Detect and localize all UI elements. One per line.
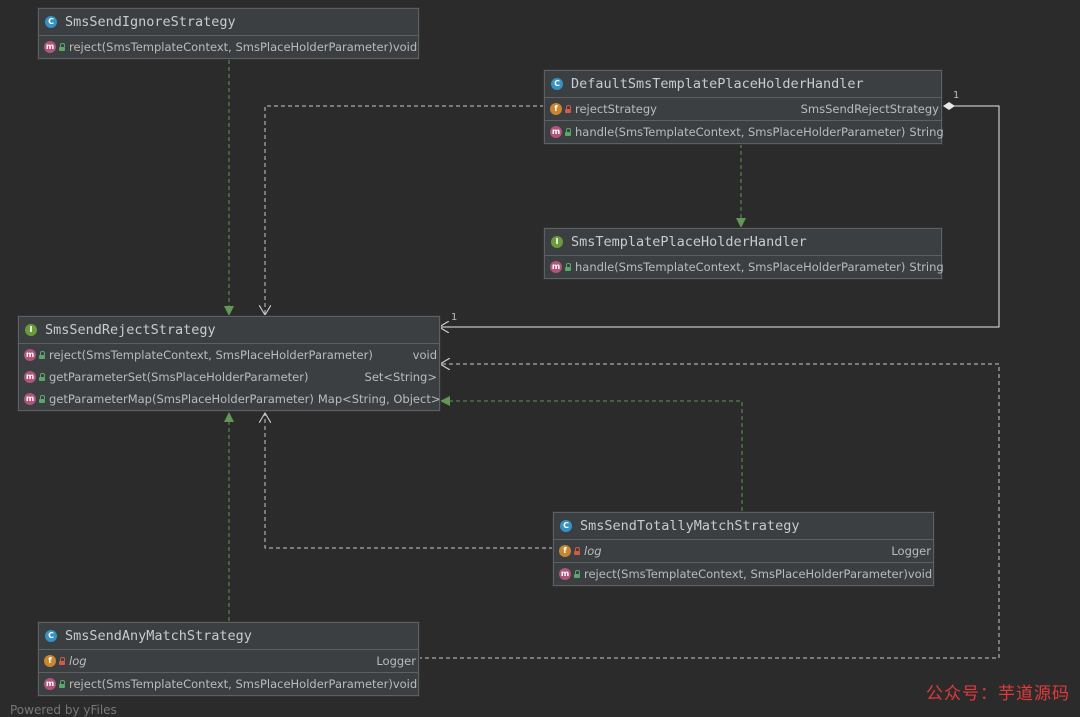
class-title: SmsSendIgnoreStrategy: [65, 14, 236, 30]
edge-default-uses-reject: [265, 105, 544, 315]
method-return-type: String: [909, 260, 944, 274]
field-name: log: [584, 544, 602, 558]
method-signature: getParameterMap(SmsPlaceHolderParameter): [49, 392, 314, 406]
class-title: DefaultSmsTemplatePlaceHolderHandler: [571, 76, 864, 92]
private-visibility-icon: [59, 656, 65, 665]
method-row[interactable]: m getParameterMap(SmsPlaceHolderParamete…: [19, 388, 441, 410]
class-header: C SmsSendIgnoreStrategy: [39, 9, 418, 36]
interface-box-sms-template-place-holder-handler[interactable]: I SmsTemplatePlaceHolderHandler m handle…: [544, 228, 944, 279]
public-visibility-icon: [565, 262, 571, 271]
edge-default-aggregation: [439, 106, 1000, 327]
method-row[interactable]: m handle(SmsTemplateContext, SmsPlaceHol…: [545, 120, 944, 143]
edge-totally-uses-reject: [265, 413, 553, 549]
public-visibility-icon: [565, 127, 571, 136]
class-icon: C: [45, 16, 57, 28]
method-return-type: void: [392, 677, 418, 691]
field-type: Logger: [891, 544, 931, 558]
field-type: SmsSendRejectStrategy: [800, 102, 939, 116]
method-icon: m: [550, 261, 562, 273]
interface-icon: I: [551, 236, 563, 248]
method-return-type: void: [392, 40, 418, 54]
multiplicity-target: 1: [451, 312, 458, 323]
method-icon: m: [44, 678, 56, 690]
field-icon: f: [550, 103, 562, 115]
class-icon: C: [45, 630, 57, 642]
class-icon: C: [551, 78, 563, 90]
edge-any-uses-reject: [418, 364, 1000, 659]
class-header: C DefaultSmsTemplatePlaceHolderHandler: [545, 71, 941, 98]
method-icon: m: [24, 371, 36, 383]
public-visibility-icon: [39, 394, 45, 403]
method-signature: reject(SmsTemplateContext, SmsPlaceHolde…: [584, 567, 908, 581]
method-icon: m: [559, 568, 571, 580]
private-visibility-icon: [565, 104, 571, 113]
interface-title: SmsSendRejectStrategy: [45, 322, 216, 338]
class-title: SmsSendAnyMatchStrategy: [65, 628, 252, 644]
method-icon: m: [24, 393, 36, 405]
multiplicity-source: 1: [953, 90, 960, 101]
method-signature: reject(SmsTemplateContext, SmsPlaceHolde…: [69, 677, 393, 691]
watermark: 公众号：芋道源码: [926, 684, 1070, 704]
method-row[interactable]: m reject(SmsTemplateContext, SmsPlaceHol…: [39, 672, 418, 695]
static-field-icon: f: [559, 545, 571, 557]
field-name: rejectStrategy: [575, 102, 657, 116]
method-return-type: void: [907, 567, 933, 581]
field-name: log: [69, 654, 87, 668]
class-header: C SmsSendTotallyMatchStrategy: [554, 513, 933, 540]
edge-totally-implements: [440, 396, 743, 511]
method-row[interactable]: m reject(SmsTemplateContext, SmsPlaceHol…: [554, 562, 933, 585]
method-return-type: Map<String, Object>: [317, 392, 441, 406]
private-visibility-icon: [574, 546, 580, 555]
method-icon: m: [44, 41, 56, 53]
class-box-default-sms-template-place-holder-handler[interactable]: C DefaultSmsTemplatePlaceHolderHandler f…: [544, 70, 944, 144]
class-icon: C: [560, 520, 572, 532]
class-box-sms-send-totally-match-strategy[interactable]: C SmsSendTotallyMatchStrategy f log Logg…: [553, 512, 934, 586]
field-row[interactable]: f log Logger: [39, 650, 418, 672]
class-box-sms-send-ignore-strategy[interactable]: C SmsSendIgnoreStrategy m reject(SmsTemp…: [38, 8, 419, 59]
public-visibility-icon: [39, 372, 45, 381]
method-return-type: Set<String>: [364, 370, 437, 384]
method-return-type: void: [412, 348, 437, 362]
class-title: SmsSendTotallyMatchStrategy: [580, 518, 800, 534]
method-signature: getParameterSet(SmsPlaceHolderParameter): [49, 370, 309, 384]
interface-title: SmsTemplatePlaceHolderHandler: [571, 234, 807, 250]
public-visibility-icon: [574, 569, 580, 578]
field-row[interactable]: f log Logger: [554, 540, 933, 562]
interface-icon: I: [25, 324, 37, 336]
method-signature: reject(SmsTemplateContext, SmsPlaceHolde…: [69, 40, 393, 54]
method-return-type: String: [909, 125, 944, 139]
method-icon: m: [550, 126, 562, 138]
interface-box-sms-send-reject-strategy[interactable]: I SmsSendRejectStrategy m reject(SmsTemp…: [18, 316, 440, 411]
powered-by-footer: Powered by yFiles: [10, 703, 117, 717]
method-signature: reject(SmsTemplateContext, SmsPlaceHolde…: [49, 348, 373, 362]
class-box-sms-send-any-match-strategy[interactable]: C SmsSendAnyMatchStrategy f log Logger m…: [38, 622, 419, 696]
static-field-icon: f: [44, 655, 56, 667]
field-type: Logger: [376, 654, 416, 668]
method-row[interactable]: m reject(SmsTemplateContext, SmsPlaceHol…: [19, 344, 439, 366]
method-icon: m: [24, 349, 36, 361]
interface-header: I SmsTemplatePlaceHolderHandler: [545, 229, 941, 256]
public-visibility-icon: [39, 350, 45, 359]
public-visibility-icon: [59, 42, 65, 51]
method-signature: handle(SmsTemplateContext, SmsPlaceHolde…: [575, 125, 906, 139]
interface-header: I SmsSendRejectStrategy: [19, 317, 439, 344]
class-header: C SmsSendAnyMatchStrategy: [39, 623, 418, 650]
method-signature: handle(SmsTemplateContext, SmsPlaceHolde…: [575, 260, 906, 274]
method-row[interactable]: m reject(SmsTemplateContext, SmsPlaceHol…: [39, 36, 418, 58]
method-row[interactable]: m handle(SmsTemplateContext, SmsPlaceHol…: [545, 256, 944, 278]
public-visibility-icon: [59, 679, 65, 688]
method-row[interactable]: m getParameterSet(SmsPlaceHolderParamete…: [19, 366, 439, 388]
field-row[interactable]: f rejectStrategy SmsSendRejectStrategy: [545, 98, 941, 120]
